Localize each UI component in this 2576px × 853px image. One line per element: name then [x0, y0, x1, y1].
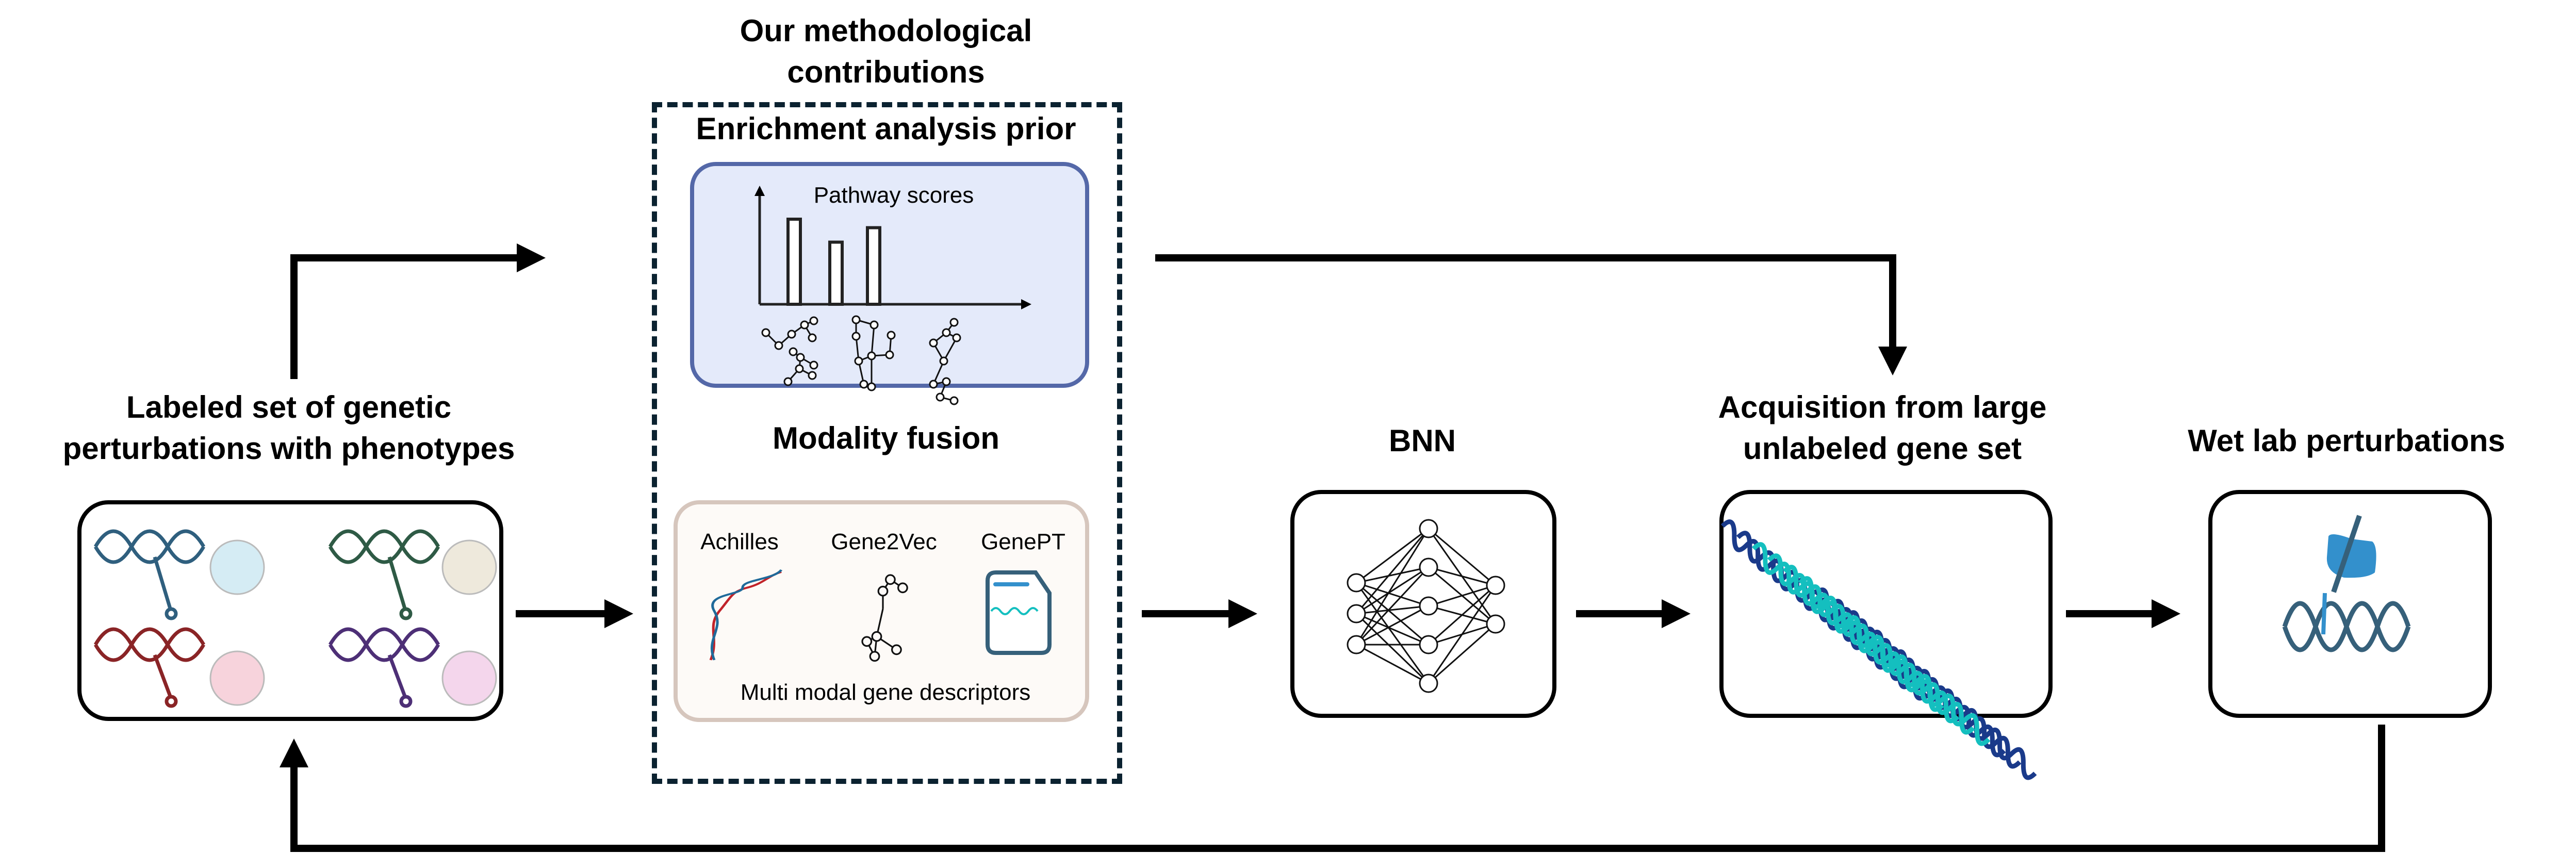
gene2vec-graph-icon — [861, 574, 908, 662]
bnn-edge — [1356, 582, 1429, 646]
fusion-heading: Modality fusion — [773, 421, 999, 455]
dna-strand — [1798, 576, 1991, 746]
source-achilles: Achilles — [700, 529, 779, 554]
gene-set-dna-icon — [1720, 519, 2037, 780]
pathway-chart — [754, 186, 1031, 309]
pathway-scores-title: Pathway scores — [813, 183, 974, 208]
labeled-set-label: Labeled set of genetic perturbations wit… — [31, 387, 547, 469]
source-genept: GenePT — [981, 529, 1065, 554]
bnn-neuron — [1419, 557, 1438, 577]
acquisition-label: Acquisition from large unlabeled gene se… — [1650, 387, 2114, 469]
pathway-network-icons — [761, 315, 961, 405]
enrichment-heading: Enrichment analysis prior — [696, 111, 1076, 146]
contributions-container — [652, 102, 1122, 784]
bnn-edge — [1428, 585, 1497, 684]
bnn-edge — [1355, 528, 1430, 645]
fusion-caption: Multi modal gene descriptors — [740, 680, 1031, 705]
bnn-edge — [1356, 582, 1429, 607]
acquisition-line1: Acquisition from large — [1718, 390, 2047, 424]
bnn-neuron — [1347, 604, 1366, 624]
bnn-edge — [1356, 644, 1429, 684]
contributions-title: Our methodological contributions — [680, 10, 1092, 93]
bnn-edge — [1356, 566, 1429, 615]
wetlab-label: Wet lab perturbations — [2188, 423, 2505, 458]
pathway-score-bar — [828, 240, 844, 306]
pathway-score-bar — [786, 218, 802, 306]
perturbation-icons — [93, 529, 497, 708]
genept-document-icon — [986, 570, 1052, 655]
bnn-neuron — [1419, 596, 1438, 616]
feedback-arrow — [280, 725, 2385, 852]
bnn-edge — [1356, 605, 1429, 646]
bnn-edge — [1356, 613, 1429, 646]
bnn-neuron — [1347, 573, 1366, 593]
dna-strand — [1782, 565, 1975, 735]
bnn-neuron — [1419, 635, 1438, 654]
bnn-neuron — [1486, 614, 1505, 634]
bnn-edge — [1428, 566, 1496, 586]
bnn-edge — [1355, 528, 1430, 614]
bnn-neuron — [1419, 674, 1438, 693]
bnn-edge — [1428, 584, 1496, 646]
labeled-set-line2: perturbations with phenotypes — [62, 431, 515, 466]
bnn-edge — [1356, 605, 1429, 615]
bnn-edge — [1355, 613, 1430, 684]
bnn-edge — [1428, 623, 1496, 684]
source-gene2vec: Gene2Vec — [831, 529, 937, 554]
bnn-label: BNN — [1389, 423, 1456, 458]
arrow-to-enrichment — [290, 243, 546, 379]
acquisition-line2: unlabeled gene set — [1743, 431, 2022, 466]
bnn-neuron — [1486, 576, 1505, 595]
bnn-neuron — [1347, 635, 1366, 654]
acquisition-box — [1719, 490, 2053, 718]
contributions-title-line1: Our methodological — [740, 13, 1032, 48]
bnn-edge — [1356, 566, 1429, 584]
wetlab-box — [2208, 490, 2492, 718]
bnn-network-icon — [1347, 519, 1505, 693]
bnn-edge — [1355, 566, 1430, 646]
bnn-edge — [1428, 584, 1496, 607]
bnn-edge — [1428, 528, 1496, 586]
pathway-score-bar — [866, 226, 881, 306]
bnn-edge — [1356, 528, 1429, 584]
wetlab-edit-icon — [2282, 515, 2411, 652]
achilles-dna-icon — [709, 569, 783, 661]
arrow-enrichment-to-acquisition — [1155, 254, 1907, 375]
labeled-set-line1: Labeled set of genetic — [126, 390, 452, 424]
contributions-title-line2: contributions — [787, 55, 985, 89]
bnn-neuron — [1419, 519, 1438, 538]
